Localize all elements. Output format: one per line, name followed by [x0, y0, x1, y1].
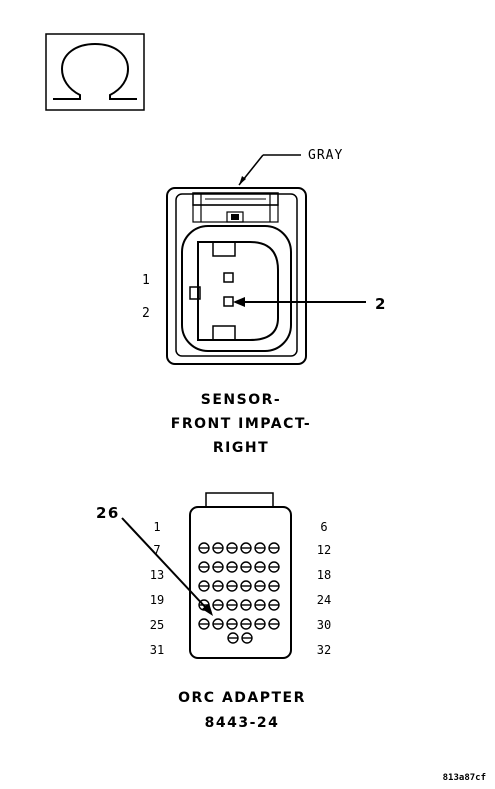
adapter-pin — [254, 542, 266, 554]
adapter-pin-grid — [198, 542, 280, 644]
adapter-pin — [226, 580, 238, 592]
adapter-pin — [241, 632, 253, 644]
adapter-pin — [198, 618, 210, 630]
adapter-pin — [268, 599, 280, 611]
adapter-pin — [212, 599, 224, 611]
adapter-right-label: 30 — [317, 618, 331, 632]
adapter-pin — [268, 580, 280, 592]
sensor-title: SENSOR- FRONT IMPACT- RIGHT — [171, 392, 311, 456]
sensor-pin-label-1: 1 — [142, 273, 150, 288]
adapter-pin — [254, 618, 266, 630]
orc-adapter: 1 7 13 19 25 31 6 12 18 24 30 32 — [150, 492, 331, 659]
adapter-pin — [226, 618, 238, 630]
adapter-title-line-1: ORC ADAPTER — [178, 690, 306, 706]
adapter-pin — [212, 561, 224, 573]
sensor-pin-2 — [223, 296, 234, 307]
adapter-pin — [240, 618, 252, 630]
adapter-pin — [240, 599, 252, 611]
adapter-right-label: 12 — [317, 543, 331, 557]
sensor-callout-number: 2 — [375, 295, 387, 313]
adapter-pin — [198, 580, 210, 592]
sensor-pin-1 — [223, 272, 234, 283]
adapter-right-labels: 6 12 18 24 30 32 — [317, 520, 331, 657]
adapter-pin — [226, 599, 238, 611]
adapter-left-label: 19 — [150, 593, 164, 607]
adapter-right-label: 32 — [317, 643, 331, 657]
adapter-pin — [268, 618, 280, 630]
adapter-pin — [212, 542, 224, 554]
adapter-pin — [212, 580, 224, 592]
figure-id: 813a87cf — [443, 773, 486, 783]
adapter-left-label: 7 — [153, 543, 160, 557]
color-callout: GRAY — [238, 148, 343, 186]
adapter-pin — [240, 542, 252, 554]
adapter-callout: 26 — [96, 504, 213, 616]
sensor-title-line-2: FRONT IMPACT- — [171, 416, 311, 432]
adapter-right-label: 24 — [317, 593, 331, 607]
ohm-resistance-icon — [45, 33, 145, 111]
adapter-pin — [198, 561, 210, 573]
adapter-pin — [254, 599, 266, 611]
adapter-title-line-2: 8443-24 — [205, 715, 280, 731]
adapter-left-label: 31 — [150, 643, 164, 657]
adapter-right-label: 6 — [320, 520, 327, 534]
sensor-title-line-3: RIGHT — [213, 440, 269, 456]
adapter-pin — [226, 542, 238, 554]
adapter-pin — [227, 632, 239, 644]
adapter-pin — [254, 561, 266, 573]
sensor-connector: 1 2 — [142, 187, 307, 365]
adapter-left-labels: 1 7 13 19 25 31 — [150, 520, 164, 657]
sensor-pin-label-2: 2 — [142, 306, 150, 321]
adapter-left-label: 1 — [153, 520, 160, 534]
adapter-left-label: 25 — [150, 618, 164, 632]
adapter-left-label: 13 — [150, 568, 164, 582]
color-label: GRAY — [308, 148, 343, 163]
adapter-pin — [254, 580, 266, 592]
adapter-pin — [226, 561, 238, 573]
adapter-callout-number: 26 — [96, 504, 120, 522]
adapter-pin — [212, 618, 224, 630]
adapter-right-label: 18 — [317, 568, 331, 582]
adapter-pin — [240, 580, 252, 592]
adapter-pin — [240, 561, 252, 573]
adapter-pin — [268, 561, 280, 573]
adapter-pin — [198, 542, 210, 554]
adapter-title: ORC ADAPTER 8443-24 — [178, 690, 306, 731]
sensor-callout: 2 — [233, 295, 387, 313]
adapter-pin — [268, 542, 280, 554]
sensor-title-line-1: SENSOR- — [201, 392, 281, 408]
